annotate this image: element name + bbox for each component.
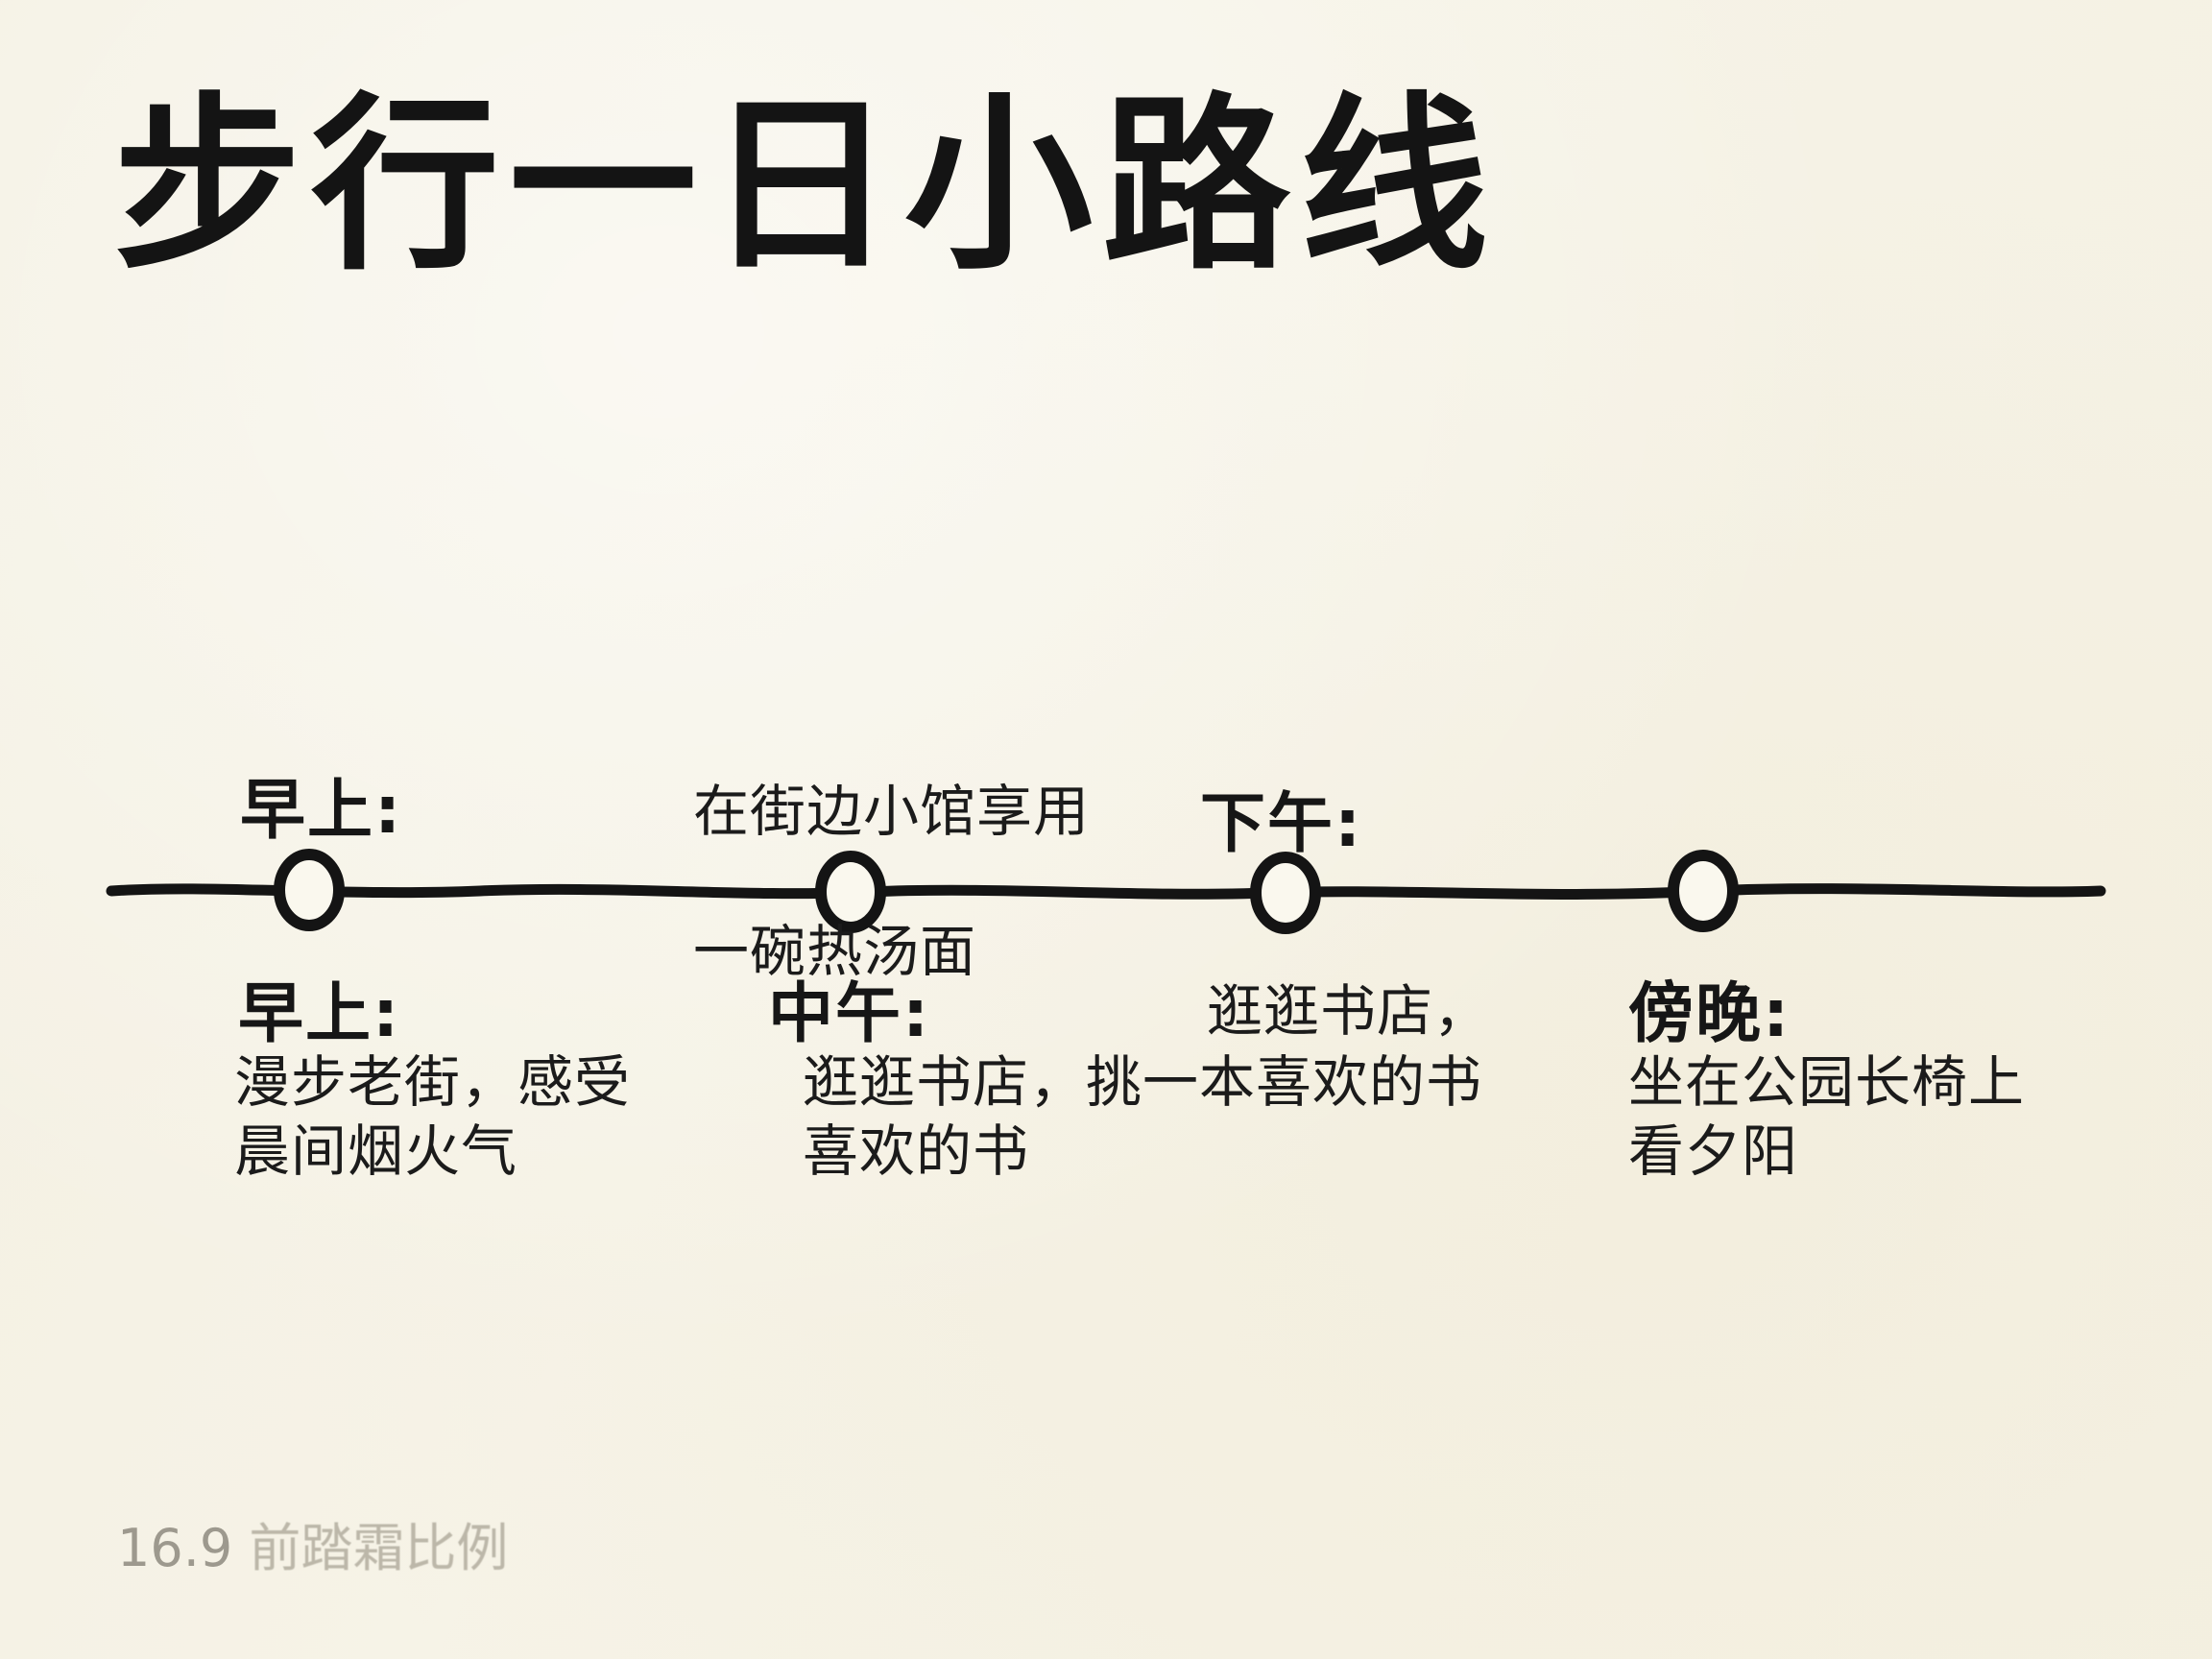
footer-caption: 前踏霜比例 <box>249 1518 509 1578</box>
evening-label-below: 傍晚: <box>1628 976 1791 1052</box>
page-title: 步行一日小路线 <box>113 77 1499 296</box>
noon-desc-line-2: 喜欢的书 <box>803 1118 1030 1184</box>
morning-desc-line-1: 漫步老街，感受 <box>234 1049 632 1115</box>
morning-label-below: 早上: <box>238 976 401 1052</box>
noon-note-line-2: 一碗热汤面 <box>693 919 977 985</box>
noon-desc-line-1: 逛逛书店，挑一本喜欢的书 <box>803 1049 1483 1115</box>
noon-label-below: 中午: <box>768 976 931 1052</box>
timeline-node-4-evening <box>1668 850 1739 932</box>
footer-number: 16.9 <box>117 1518 233 1578</box>
evening-desc-line-1: 坐在公园长椅上 <box>1628 1049 2026 1115</box>
timeline-node-1-morning <box>274 849 345 931</box>
afternoon-label-above: 下午: <box>1200 786 1363 862</box>
morning-desc-line-2: 晨间烟火气 <box>234 1118 518 1184</box>
noon-note-above: 在街边小馆享用 一碗热汤面 <box>693 707 1090 1057</box>
evening-desc-line-2: 看夕阳 <box>1628 1118 1799 1184</box>
timeline-node-2-noon <box>815 851 886 933</box>
footer-note: 16.9 前踏霜比例 <box>117 1505 508 1581</box>
timeline-line <box>106 883 2106 900</box>
morning-label-above: 早上: <box>240 773 403 849</box>
timeline-node-3-afternoon <box>1250 852 1321 934</box>
afternoon-desc-line-1: 逛逛书店， <box>1207 978 1491 1044</box>
noon-note-line-1: 在街边小馆享用 <box>693 779 1091 845</box>
